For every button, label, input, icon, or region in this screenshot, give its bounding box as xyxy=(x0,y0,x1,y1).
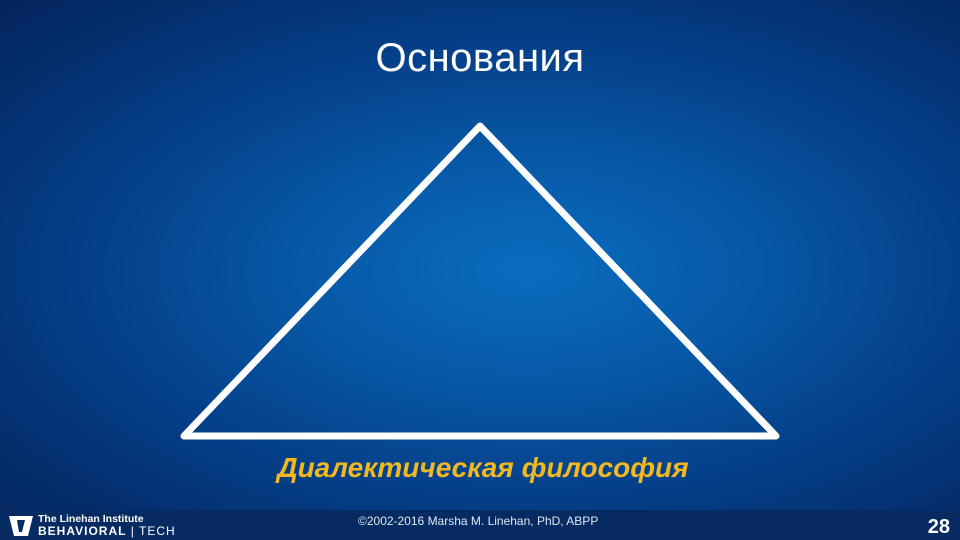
linehan-institute-logo: The Linehan Institute BEHAVIORAL | TECH xyxy=(8,513,178,538)
triangle-base-label: Диалектическая философия xyxy=(277,452,689,483)
slide-title: Основания xyxy=(375,36,585,80)
logo-tech-text: TECH xyxy=(139,524,176,538)
logo-behavioral-tech: BEHAVIORAL | TECH xyxy=(38,524,176,538)
copyright-text: ©2002-2016 Marsha M. Linehan, PhD, ABPP xyxy=(358,514,599,528)
logo-behavioral-text: BEHAVIORAL xyxy=(38,524,127,538)
footer-bar xyxy=(0,510,960,540)
logo-institute-name: The Linehan Institute xyxy=(38,513,144,525)
page-number: 28 xyxy=(927,516,950,538)
foundation-triangle xyxy=(180,122,780,440)
linehan-institute-logo-icon xyxy=(9,516,33,536)
